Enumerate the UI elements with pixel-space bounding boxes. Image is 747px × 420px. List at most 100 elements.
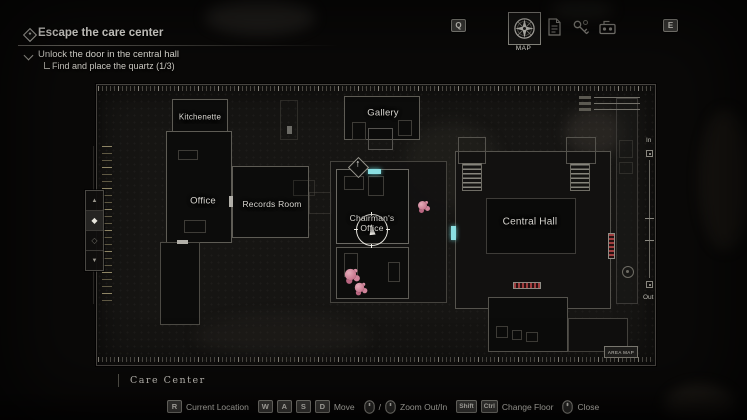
map-compass-mini-icon (622, 266, 634, 278)
map-legend (579, 96, 640, 114)
legend-row (579, 102, 640, 105)
scene-glow (205, 0, 315, 34)
door-marker (229, 196, 233, 207)
map-ruler-bottom (98, 357, 652, 362)
area-name-divider (118, 374, 119, 387)
door-marker (287, 126, 292, 134)
notes-icon (548, 18, 561, 36)
tab-map[interactable] (508, 12, 541, 45)
hint-close: Close (562, 399, 600, 414)
door-marker-teal (451, 226, 456, 240)
room-label-kitchenette: Kitchenette (178, 112, 222, 122)
hint-move: W A S D Move (257, 400, 355, 413)
chairmans-furniture (344, 176, 364, 190)
chairmans-furniture (368, 176, 384, 196)
door-marker-teal (368, 169, 381, 174)
room-kitchenette (172, 99, 228, 132)
control-hints-bar: R Current Location W A S D Move / Zoom O… (167, 398, 599, 415)
hint-label: Current Location (186, 401, 249, 412)
key-ctrl-badge: Ctrl (480, 400, 498, 413)
objective-diamond-icon (22, 27, 38, 43)
hall-bottom-room (488, 297, 568, 352)
room-gallery (344, 96, 420, 140)
flower-item-marker (354, 282, 365, 293)
zoom-scale-track (649, 160, 650, 278)
stairwell-outline (566, 137, 596, 164)
zoom-out-label: Out (643, 294, 654, 301)
key-a-badge: A (276, 400, 292, 413)
next-tab-key-badge[interactable]: E (663, 19, 678, 32)
gallery-furniture (398, 120, 412, 136)
key-shift-badge: Shift (456, 400, 477, 413)
legend-row (579, 96, 640, 99)
key-d-badge: D (314, 400, 330, 413)
scene-glow (700, 110, 747, 250)
compass-icon (514, 18, 535, 39)
floor-selector-guide (93, 146, 94, 190)
floor-up-button[interactable]: ▲ (86, 191, 103, 211)
zoom-scale-tick (645, 240, 654, 241)
hall-furniture (526, 332, 538, 342)
zoom-scale-top-icon[interactable] (646, 150, 653, 157)
zoom-scale-bottom-icon[interactable] (646, 281, 653, 288)
stairwell-outline (458, 137, 486, 164)
separator: / (378, 401, 382, 412)
right-corridor (616, 98, 638, 304)
scene-glow (550, 0, 614, 18)
office-furniture (178, 150, 198, 160)
floor-current-item[interactable]: ◆ (86, 211, 103, 231)
recorder-icon (599, 20, 616, 35)
room-records (232, 166, 309, 238)
flower-item-marker (418, 201, 427, 210)
stairs-left (462, 163, 482, 191)
mouse-middle-icon (562, 399, 574, 414)
hint-label: Zoom Out/In (400, 401, 448, 412)
legend-row (579, 108, 640, 111)
prev-tab-key-badge[interactable]: Q (451, 19, 466, 32)
sub-task: Find and place the quartz (1/3) (52, 61, 175, 71)
key-w-badge: W (257, 400, 273, 413)
hall-furniture (512, 330, 522, 340)
hint-label: Change Floor (501, 401, 554, 412)
hall-furniture (496, 326, 508, 338)
locked-door-marker (513, 282, 541, 289)
chevron-down-icon (23, 50, 34, 61)
tab-notes[interactable] (546, 17, 563, 42)
hint-label: Close (577, 401, 600, 412)
office-furniture (184, 220, 206, 233)
locked-door-marker (608, 233, 615, 259)
mouse-scroll-down-icon (385, 399, 396, 414)
floor-other-item[interactable]: ◇ (86, 231, 103, 251)
room-label-chairmans: Chairman's Office (349, 212, 395, 233)
area-map-badge[interactable]: AREA MAP (604, 346, 638, 358)
chairmans-furniture (388, 262, 400, 282)
hall-atrium (486, 198, 576, 254)
zoom-in-label: In (646, 137, 652, 144)
floor-selector: ▲ ◆ ◇ ▼ (85, 190, 104, 271)
hint-label: Move (333, 401, 355, 412)
player-location-marker (354, 212, 390, 248)
floor-down-button[interactable]: ▼ (91, 257, 98, 264)
sub-objective: Unlock the door in the central hall (38, 49, 179, 60)
zoom-scale-tick (645, 218, 654, 219)
hint-current-location: R Current Location (167, 400, 249, 413)
map-decor (280, 100, 298, 140)
right-corridor-room (619, 140, 633, 158)
task-connector-icon (44, 62, 50, 69)
room-label-central-hall: Central Hall (502, 216, 558, 228)
door-marker (177, 240, 188, 244)
stairs-right (570, 163, 590, 191)
room-label-office: Office (190, 195, 216, 207)
objective-divider (18, 45, 338, 46)
mouse-scroll-up-icon (363, 399, 375, 414)
main-objective: Escape the care center (38, 27, 164, 39)
tab-records[interactable] (597, 18, 618, 42)
tab-key-items[interactable] (571, 18, 591, 43)
gallery-furniture (352, 122, 366, 140)
room-label-records: Records Room (242, 199, 302, 209)
gallery-furniture (368, 128, 393, 150)
hint-zoom: / Zoom Out/In (363, 399, 448, 414)
hint-change-floor: Shift Ctrl Change Floor (456, 400, 553, 413)
map-ruler-left (102, 146, 112, 304)
